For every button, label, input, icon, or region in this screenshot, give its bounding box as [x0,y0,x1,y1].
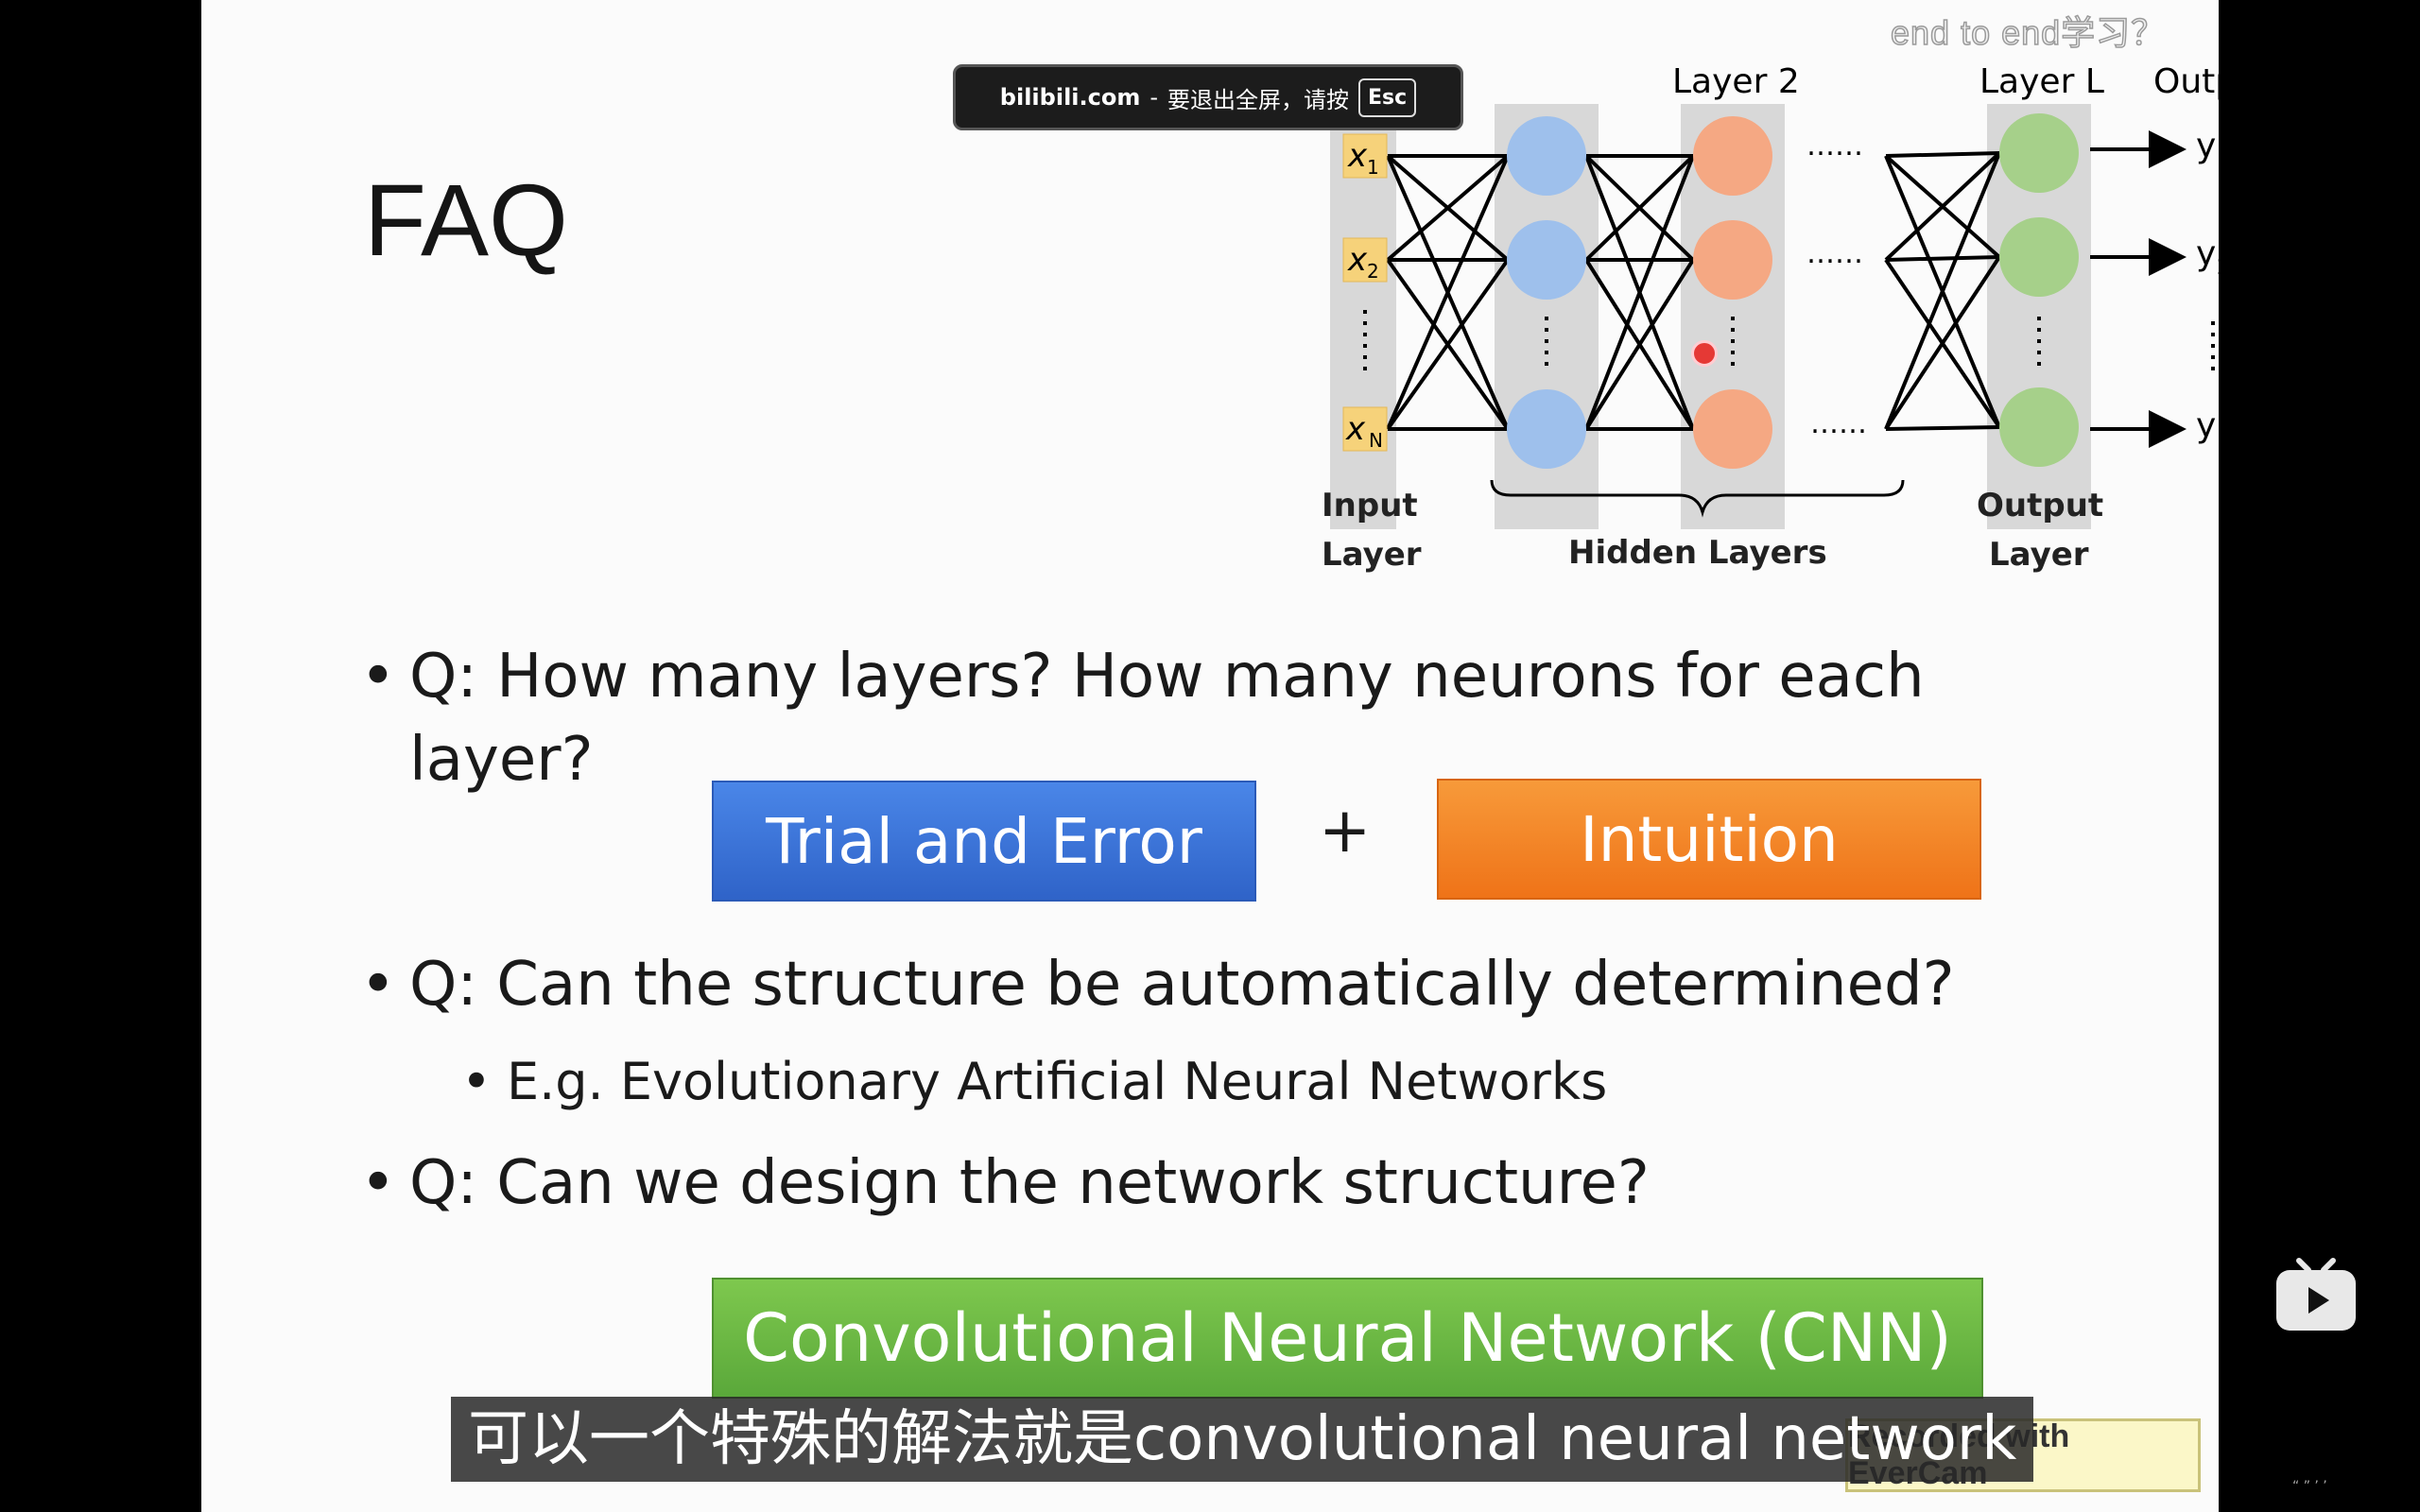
output-neuron-2 [1999,217,2079,297]
output-label-2: y [2196,234,2216,273]
input-sub-2: 2 [1367,260,1379,283]
input-layer-label-1: Input [1322,487,1418,524]
corner-marks: “ ” ’ ’ [2292,1479,2327,1494]
connection-line [1386,155,1510,430]
connection-line [1884,152,2001,430]
toast-site: bilibili.com [999,84,1141,111]
h-ellipsis-3: …… [1810,407,1867,440]
connection-line [1885,425,2000,431]
output-neuron-1 [1999,113,2079,193]
bullet-q2-text: Q: Can the structure be automatically de… [409,950,1955,1020]
output-sub-1: 1 [2217,148,2219,172]
hidden1-neuron-2 [1507,220,1586,300]
hidden2-neuron-3 [1693,389,1772,469]
toast-message: 要退出全屏，请按 [1167,86,1350,113]
connection-line [1884,255,2001,431]
output-layer-label-2: Layer [1989,536,2089,574]
hidden1-neuron-3 [1507,389,1586,469]
input-layer-label-2: Layer [1322,536,1422,574]
hidden-layers-label: Hidden Layers [1568,534,1827,572]
bullet-q3-text: Q: Can we design the network structure? [409,1148,1650,1218]
slide: end to end学习？ FAQ x 1 x 2 x N [201,0,2219,1512]
bullet-q2-sub: • E.g. Evolutionary Artificial Neural Net… [461,1044,1607,1120]
output-label-m: y [2196,406,2216,445]
laser-pointer [1691,340,1718,367]
input-node-n [1342,406,1388,452]
connection-line [1386,154,1510,262]
hidden1-neuron-1 [1507,116,1586,196]
input-label-1: x [1347,137,1368,175]
connection-line [1584,154,1695,262]
output-neuron-3 [1999,387,2079,467]
connection-line [1584,258,1695,431]
hidden2-neuron-2 [1693,220,1772,300]
bullet-q3: •Q: Can we design the network structure? [360,1142,1650,1225]
connection-line [1584,155,1695,430]
connection-lines [1386,151,2001,431]
neural-network-diagram: x 1 x 2 x N …… …… …… y [1322,62,2219,574]
input-node-2 [1342,237,1388,283]
input-sub-n: N [1369,429,1383,452]
slide-title: FAQ [364,163,569,277]
plus-sign: + [1319,794,1372,867]
input-label-n: x [1345,410,1366,448]
output-label-1: y [2196,127,2216,165]
connection-line [1885,151,2000,158]
input-sub-1: 1 [1367,156,1379,179]
output-top-label: Output [2153,62,2219,101]
input-label-2: x [1347,241,1368,279]
bullet-q1: •Q: How many layers? How many neurons fo… [360,635,2062,801]
connection-line [1885,255,2000,262]
connection-line [1386,258,1510,431]
bullet-marker: • [360,950,396,1020]
esc-key-hint: Esc [1358,77,1417,117]
h-ellipsis-2: …… [1806,237,1863,270]
video-subtitle: 可以一个特殊的解法就是convolutional neural network [451,1397,2034,1482]
cnn-box: Convolutional Neural Network (CNN) [712,1278,1983,1399]
layer-l-label: Layer L [1979,62,2104,101]
bullet-marker: • [461,1052,492,1111]
connection-line [1884,151,2001,262]
hidden2-neuron-1 [1693,116,1772,196]
bullet-q2-sub-text: E.g. Evolutionary Artificial Neural Netw… [507,1052,1608,1111]
h-ellipsis-1: …… [1806,129,1863,163]
vertical-ellipses [1363,310,2215,378]
trial-and-error-box: Trial and Error [712,781,1256,902]
input-node-1 [1342,133,1388,179]
output-layer-label-1: Output [1977,487,2103,524]
watermark: end to end学习？ [1890,12,2167,53]
output-sub-m: M [2217,428,2219,452]
bullet-q1-text: Q: How many layers? How many neurons for… [409,642,1925,795]
output-sub-2: 2 [2217,256,2219,280]
hidden-layers-brace [1490,479,1905,518]
exit-fullscreen-toast: bilibili.com - 要退出全屏，请按 Esc [953,64,1463,130]
bullet-q2: •Q: Can the structure be automatically d… [360,943,1955,1026]
bullet-marker: • [360,642,396,712]
bilibili-tv-icon[interactable] [2273,1255,2360,1334]
layer-2-label: Layer 2 [1672,62,1800,101]
intuition-box: Intuition [1437,779,1981,900]
toast-separator: - [1150,84,1159,111]
bullet-marker: • [360,1148,396,1218]
